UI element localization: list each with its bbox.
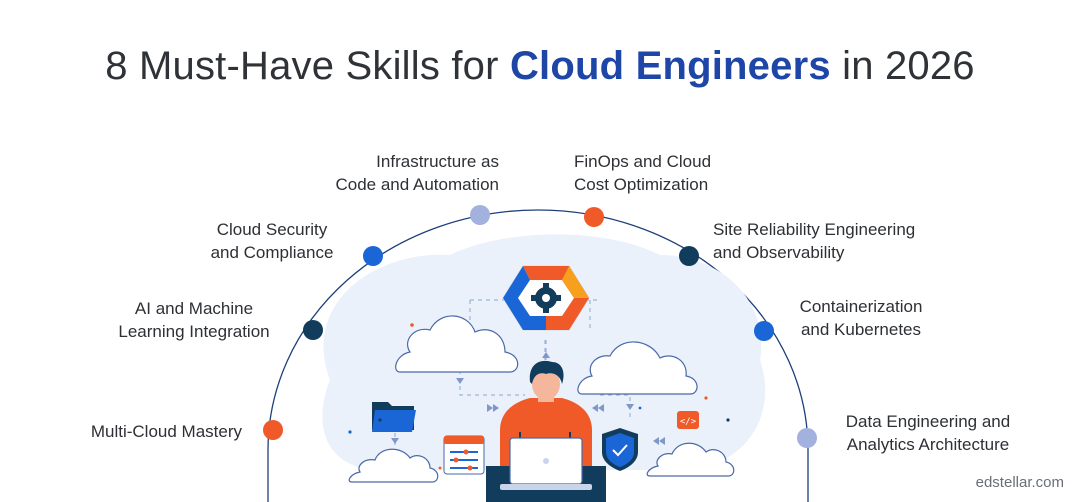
settings-panel-icon [443,435,485,475]
page-title: 8 Must-Have Skills for Cloud Engineers i… [0,44,1080,89]
skill-dot-7 [754,321,774,341]
cloud-logo-icon [502,265,590,331]
skill-dot-2 [303,320,323,340]
folder-icon [372,402,416,432]
cloud-small-left [348,448,439,483]
skill-8-line1: Data Engineering and [845,412,1011,431]
cloud-small-right [646,442,735,477]
laptop-icon [500,437,592,490]
arrow-marks [391,352,665,465]
skill-label-containers: Containerization and Kubernetes [786,295,936,341]
skill-3-line1: Cloud Security [216,220,328,239]
skill-label-finops: FinOps and Cloud Cost Optimization [574,150,711,196]
title-prefix: 8 Must-Have Skills for [105,44,499,88]
skill-4-line1: Infrastructure as [376,152,499,171]
skill-5-line1: FinOps and Cloud [574,152,712,171]
skill-label-data-engineering: Data Engineering and Analytics Architect… [830,410,1026,456]
skills-arc [267,209,809,502]
brand-watermark: edstellar.com [975,474,1064,491]
code-icon [677,411,699,429]
skill-label-security: Cloud Security and Compliance [196,218,348,264]
skill-dot-8 [797,428,817,448]
skill-label-iac: Infrastructure as Code and Automation [335,150,499,196]
skill-3-line2: and Compliance [210,243,334,262]
skill-dot-6 [679,246,699,266]
title-highlight: Cloud Engineers [509,44,831,88]
skill-6-line2: and Observability [713,243,845,262]
skill-dot-3 [363,246,383,266]
skill-label-ai-ml: AI and Machine Learning Integration [102,297,286,343]
decor-dots [348,323,730,470]
skill-7-line1: Containerization [799,297,923,316]
skill-6-line1: Site Reliability Engineering [713,220,916,239]
background-blob [322,234,766,470]
skill-2-line2: Learning Integration [118,322,270,341]
skill-label-multi-cloud: Multi-Cloud Mastery [91,420,242,443]
title-suffix: in 2026 [842,44,975,88]
skill-4-line2: Code and Automation [335,175,499,194]
skill-2-line1: AI and Machine [134,299,254,318]
cloud-left [395,315,519,373]
skill-7-line2: and Kubernetes [800,320,922,339]
skill-8-line2: Analytics Architecture [846,435,1010,454]
skill-dot-4 [470,205,490,225]
skill-1-line1: Multi-Cloud Mastery [90,422,242,441]
skill-dot-5 [584,207,604,227]
skill-label-sre: Site Reliability Engineering and Observa… [713,218,915,264]
skill-5-line2: Cost Optimization [574,175,709,194]
code-badge-text: </> [680,417,697,427]
skill-dot-1 [263,420,283,440]
cloud-right [577,341,698,395]
shield-check-icon [602,428,638,471]
